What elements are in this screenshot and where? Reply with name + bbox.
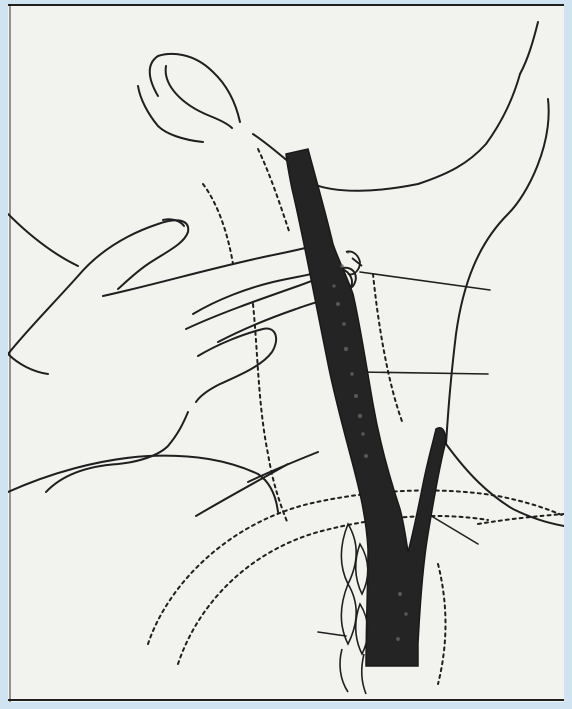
neck-vessel-illustration <box>8 4 564 702</box>
figure-paper <box>8 4 564 702</box>
paper-noise <box>8 4 564 702</box>
